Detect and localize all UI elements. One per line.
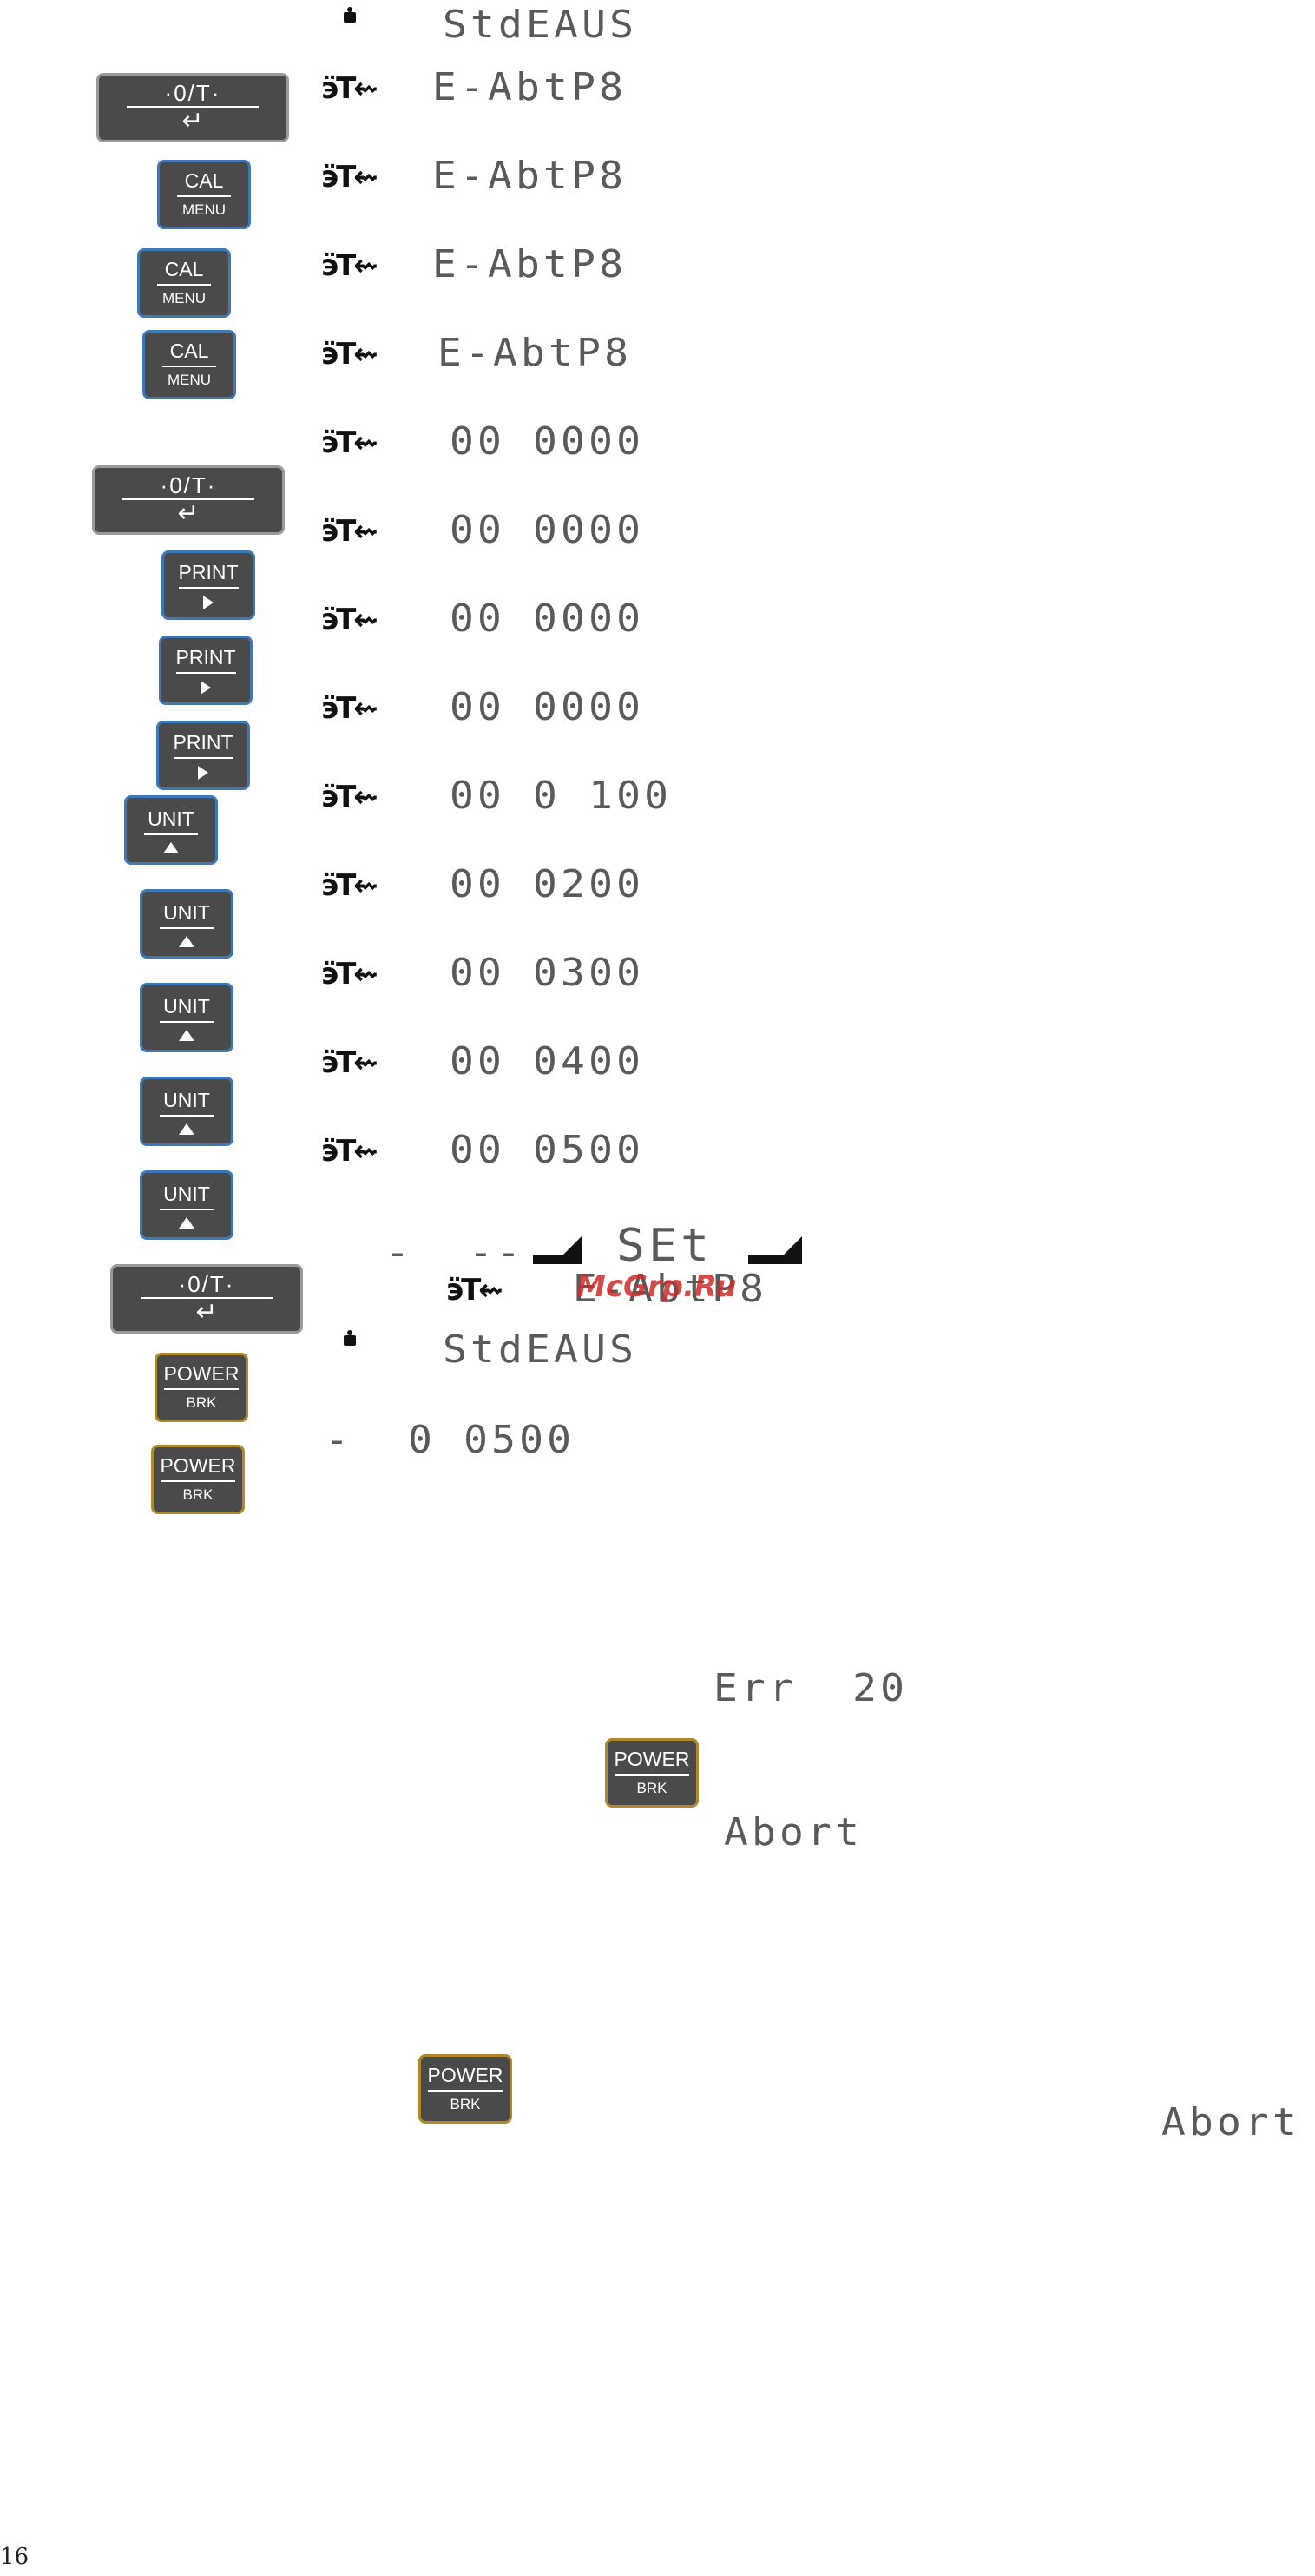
power-brk-key[interactable]: POWER BRK — [155, 1353, 248, 1422]
cal-menu-key[interactable]: CAL MENU — [137, 248, 231, 318]
zero-tare-key-label: ·0/T· — [141, 1273, 273, 1299]
display-value: 00 0300 — [450, 951, 645, 995]
display-e-abtp8: E-AbtP8 — [432, 65, 628, 109]
display-value: 00 0400 — [450, 1039, 645, 1084]
stability-icon-flashing: ӭT⇜ — [446, 1273, 503, 1308]
brk-key-label: BRK — [636, 1780, 667, 1796]
display-abort: Abort — [1161, 2100, 1301, 2144]
stability-icon: ӭT⇜ — [321, 514, 378, 549]
brk-key-label: BRK — [182, 1486, 214, 1503]
stability-icon: ӭT⇜ — [321, 1045, 378, 1080]
display-value: 00 0000 — [450, 508, 645, 552]
unit-key[interactable]: UNIT — [140, 889, 233, 959]
cal-key-label: CAL — [157, 258, 211, 286]
enter-arrow-icon: ↵ — [177, 499, 200, 528]
enter-arrow-icon: ↵ — [181, 107, 204, 135]
stability-icon: ӭT⇜ — [321, 691, 378, 726]
menu-key-label: MENU — [181, 201, 227, 218]
triangle-right-icon — [201, 681, 211, 695]
stability-icon: ӭT⇜ — [321, 957, 378, 992]
display-e-abtp8: E-AbtP8 — [432, 242, 628, 287]
display-value: 00 0000 — [450, 596, 645, 641]
stability-icon: ӭT⇜ — [321, 868, 378, 903]
display-value: 00 0500 — [450, 1128, 645, 1172]
triangle-up-icon — [179, 935, 194, 947]
power-key-label: POWER — [163, 1362, 240, 1390]
triangle-up-icon — [179, 1029, 194, 1041]
display-dashes: - -- — [385, 1230, 525, 1275]
zero-tare-key[interactable]: ·0/T· ↵ — [96, 73, 289, 142]
zero-tare-key-label: ·0/T· — [127, 82, 259, 108]
watermark: McGrp.Ru — [576, 1269, 737, 1304]
brk-key-label: BRK — [186, 1394, 217, 1411]
page-number: 16 — [0, 2544, 30, 2570]
display-value: 00 0000 — [450, 685, 645, 729]
cal-menu-key[interactable]: CAL MENU — [157, 160, 251, 229]
display-abort: Abort — [724, 1810, 864, 1855]
stability-icon: ӭT⇜ — [321, 425, 378, 460]
arrow-right-icon — [748, 1255, 802, 1264]
triangle-up-icon — [163, 841, 179, 853]
stability-icon: ӭT⇜ — [321, 780, 378, 814]
stability-icon-flashing: ӭT⇜ — [321, 337, 378, 372]
display-e-abtp8: E-AbtP8 — [573, 1267, 768, 1311]
power-key-label: POWER — [160, 1454, 236, 1482]
arrow-right-icon-head — [562, 1236, 582, 1255]
power-brk-key[interactable]: POWER BRK — [605, 1738, 699, 1808]
menu-key-label: MENU — [167, 372, 212, 388]
display-std-eaus: StdEAUS — [443, 1328, 638, 1372]
display-value: 00 0000 — [450, 419, 645, 464]
cal-key-label: CAL — [162, 339, 216, 367]
zero-tare-key[interactable]: ·0/T· ↵ — [92, 465, 285, 535]
weight-icon — [344, 7, 356, 23]
unit-key-label: UNIT — [160, 1183, 214, 1210]
display-value: 00 0 100 — [450, 774, 673, 818]
brk-key-label: BRK — [450, 2096, 481, 2112]
unit-key[interactable]: UNIT — [124, 795, 218, 865]
display-e-abtp8: E-AbtP8 — [432, 154, 628, 198]
display-e-abtp8: E-AbtP8 — [437, 331, 633, 375]
display-value: 00 0200 — [450, 862, 645, 906]
print-key[interactable]: PRINT — [159, 636, 253, 705]
unit-key-label: UNIT — [160, 1089, 214, 1117]
power-brk-key[interactable]: POWER BRK — [418, 2054, 512, 2124]
enter-arrow-icon: ↵ — [195, 1298, 218, 1327]
arrow-right-icon — [533, 1255, 582, 1264]
arrow-right-icon-head — [783, 1236, 802, 1255]
display-negative-value: - 0 0500 — [325, 1418, 575, 1462]
triangle-up-icon — [179, 1123, 194, 1135]
menu-key-label: MENU — [161, 290, 207, 306]
stability-icon: ӭT⇜ — [321, 160, 378, 194]
unit-key-label: UNIT — [160, 901, 214, 929]
zero-tare-key-label: ·0/T· — [122, 474, 254, 500]
print-key[interactable]: PRINT — [156, 721, 250, 790]
power-key-label: POWER — [427, 2064, 503, 2092]
unit-key-label: UNIT — [160, 995, 214, 1023]
cal-menu-key[interactable]: CAL MENU — [142, 330, 236, 399]
power-key-label: POWER — [614, 1748, 690, 1776]
power-brk-key[interactable]: POWER BRK — [151, 1445, 245, 1514]
cal-key-label: CAL — [177, 169, 231, 197]
stability-icon: ӭT⇜ — [321, 603, 378, 637]
weight-icon — [344, 1330, 356, 1346]
unit-key[interactable]: UNIT — [140, 1170, 233, 1240]
unit-key-label: UNIT — [144, 807, 198, 835]
print-key-label: PRINT — [175, 646, 236, 674]
stability-icon: ӭT⇜ — [321, 248, 378, 283]
triangle-right-icon — [198, 766, 208, 780]
display-set: SEt — [616, 1220, 713, 1272]
triangle-up-icon — [179, 1216, 194, 1229]
zero-tare-key[interactable]: ·0/T· ↵ — [110, 1264, 303, 1334]
print-key-label: PRINT — [173, 731, 233, 759]
print-key[interactable]: PRINT — [161, 550, 255, 620]
display-error: Err 20 — [713, 1666, 909, 1710]
stability-icon: ӭT⇜ — [321, 1134, 378, 1169]
triangle-right-icon — [203, 596, 214, 609]
print-key-label: PRINT — [178, 561, 239, 589]
unit-key[interactable]: UNIT — [140, 1077, 233, 1146]
unit-key[interactable]: UNIT — [140, 983, 233, 1052]
stability-icon: ӭT⇜ — [321, 71, 378, 106]
display-std-eaus: StdEAUS — [443, 3, 638, 47]
